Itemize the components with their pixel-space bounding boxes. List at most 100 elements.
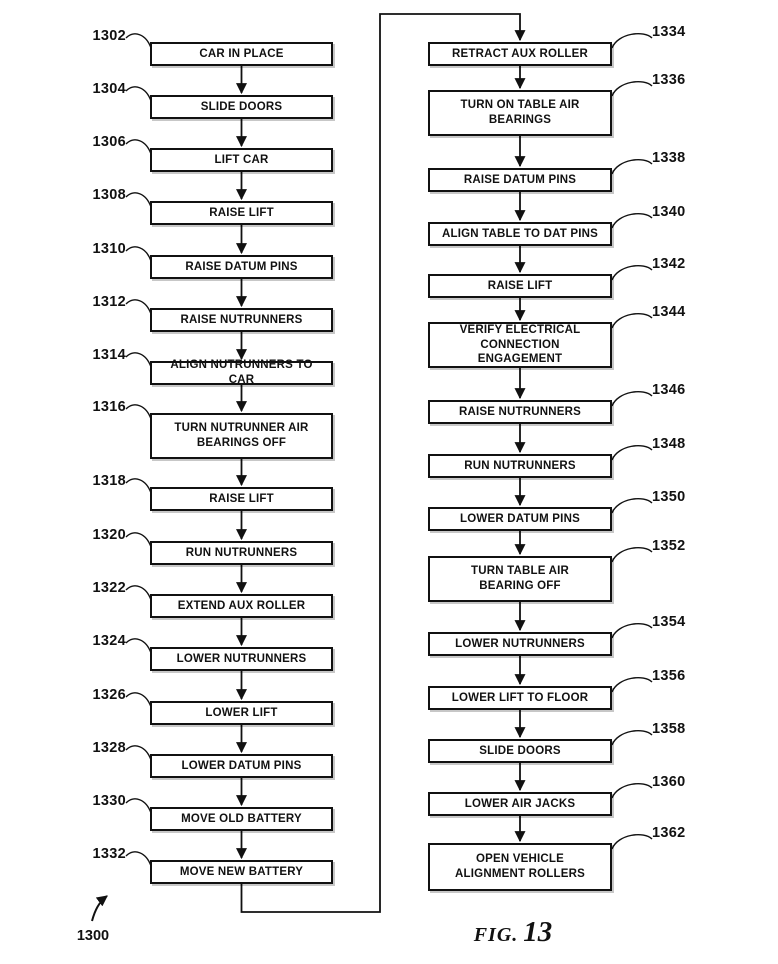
ref-numeral-1314: 1314 [72,347,126,363]
flow-step-box-1310: RAISE DATUM PINS [150,255,333,279]
flow-step-label: RAISE NUTRUNNERS [180,313,302,328]
flow-step-box-1352: TURN TABLE AIR BEARING OFF [428,556,612,602]
ref-numeral-1310: 1310 [72,241,126,257]
flow-step-label: RAISE LIFT [488,279,553,294]
ref-numeral-1352: 1352 [652,538,712,554]
figure-caption: FIG.13 [438,916,588,949]
figure-caption-number: 13 [523,916,552,948]
flow-step-label: RAISE LIFT [209,206,274,221]
ref-numeral-1356: 1356 [652,668,712,684]
flow-step-box-1346: RAISE NUTRUNNERS [428,400,612,424]
flow-step-label: LOWER AIR JACKS [465,797,576,812]
ref-numeral-1324: 1324 [72,633,126,649]
ref-numeral-1304: 1304 [72,81,126,97]
flow-step-label: CAR IN PLACE [199,47,283,62]
flow-step-box-1340: ALIGN TABLE TO DAT PINS [428,222,612,246]
ref-numeral-1344: 1344 [652,304,712,320]
flow-step-box-1348: RUN NUTRUNNERS [428,454,612,478]
flow-step-label: LOWER LIFT [205,706,277,721]
ref-numeral-1336: 1336 [652,72,712,88]
ref-numeral-1342: 1342 [652,256,712,272]
flow-step-label: RAISE NUTRUNNERS [459,405,581,420]
ref-1300-arrow [92,896,107,921]
flow-step-box-1360: LOWER AIR JACKS [428,792,612,816]
flow-step-label: LIFT CAR [215,153,269,168]
flow-step-label: MOVE OLD BATTERY [181,812,302,827]
ref-numeral-1318: 1318 [72,473,126,489]
leader-lines-right [612,34,652,849]
flow-step-label: LOWER DATUM PINS [460,512,580,527]
flow-step-label: RUN NUTRUNNERS [464,459,575,474]
flow-step-label: RUN NUTRUNNERS [186,546,297,561]
flow-step-label: ALIGN TABLE TO DAT PINS [442,227,598,242]
flow-step-label: MOVE NEW BATTERY [180,865,303,880]
flow-step-label: VERIFY ELECTRICAL CONNECTION ENGAGEMENT [438,323,602,368]
flow-step-box-1324: LOWER NUTRUNNERS [150,647,333,671]
flow-step-box-1330: MOVE OLD BATTERY [150,807,333,831]
flow-step-box-1334: RETRACT AUX ROLLER [428,42,612,66]
flow-step-label: SLIDE DOORS [479,744,560,759]
flow-step-label: LOWER NUTRUNNERS [177,652,307,667]
flow-step-box-1362: OPEN VEHICLE ALIGNMENT ROLLERS [428,843,612,891]
flow-step-box-1302: CAR IN PLACE [150,42,333,66]
ref-numeral-1348: 1348 [652,436,712,452]
flow-step-label: RAISE DATUM PINS [464,173,576,188]
flow-step-label: LOWER LIFT TO FLOOR [452,691,588,706]
flow-step-label: SLIDE DOORS [201,100,282,115]
flow-step-box-1304: SLIDE DOORS [150,95,333,119]
flow-step-label: EXTEND AUX ROLLER [178,599,306,614]
flow-step-box-1328: LOWER DATUM PINS [150,754,333,778]
ref-numeral-1360: 1360 [652,774,712,790]
flow-step-box-1336: TURN ON TABLE AIR BEARINGS [428,90,612,136]
ref-numeral-1346: 1346 [652,382,712,398]
ref-numeral-1358: 1358 [652,721,712,737]
flow-step-box-1318: RAISE LIFT [150,487,333,511]
flow-step-label: ALIGN NUTRUNNERS TO CAR [160,358,323,388]
flow-step-box-1354: LOWER NUTRUNNERS [428,632,612,656]
ref-numeral-1354: 1354 [652,614,712,630]
flow-step-label: RAISE LIFT [209,492,274,507]
flow-step-box-1316: TURN NUTRUNNER AIR BEARINGS OFF [150,413,333,459]
ref-numeral-1308: 1308 [72,187,126,203]
ref-numeral-1326: 1326 [72,687,126,703]
flow-step-box-1338: RAISE DATUM PINS [428,168,612,192]
flow-step-label: RETRACT AUX ROLLER [452,47,588,62]
flow-step-box-1344: VERIFY ELECTRICAL CONNECTION ENGAGEMENT [428,322,612,368]
flow-step-box-1326: LOWER LIFT [150,701,333,725]
ref-numeral-1320: 1320 [72,527,126,543]
ref-numeral-1362: 1362 [652,825,712,841]
leader-lines-left [126,34,151,866]
ref-numeral-1322: 1322 [72,580,126,596]
flow-step-label: LOWER NUTRUNNERS [455,637,585,652]
ref-numeral-1306: 1306 [72,134,126,150]
flow-step-box-1332: MOVE NEW BATTERY [150,860,333,884]
ref-numeral-1350: 1350 [652,489,712,505]
flow-step-box-1358: SLIDE DOORS [428,739,612,763]
flow-step-label: TURN ON TABLE AIR BEARINGS [460,98,579,128]
flow-step-label: RAISE DATUM PINS [185,260,297,275]
flow-step-box-1308: RAISE LIFT [150,201,333,225]
ref-numeral-1312: 1312 [72,294,126,310]
figure-caption-label: FIG. [474,924,519,946]
flow-step-box-1350: LOWER DATUM PINS [428,507,612,531]
ref-numeral-1338: 1338 [652,150,712,166]
ref-numeral-1300: 1300 [64,928,122,944]
flow-step-box-1322: EXTEND AUX ROLLER [150,594,333,618]
ref-numeral-1316: 1316 [72,399,126,415]
flow-step-box-1306: LIFT CAR [150,148,333,172]
ref-numeral-1340: 1340 [652,204,712,220]
flow-step-box-1342: RAISE LIFT [428,274,612,298]
ref-numeral-1302: 1302 [72,28,126,44]
ref-numeral-1330: 1330 [72,793,126,809]
flow-step-label: TURN NUTRUNNER AIR BEARINGS OFF [174,421,308,451]
flow-step-label: TURN TABLE AIR BEARING OFF [471,564,569,594]
ref-numeral-1332: 1332 [72,846,126,862]
flow-step-label: LOWER DATUM PINS [182,759,302,774]
ref-numeral-1334: 1334 [652,24,712,40]
flow-step-label: OPEN VEHICLE ALIGNMENT ROLLERS [455,852,585,882]
flow-step-box-1314: ALIGN NUTRUNNERS TO CAR [150,361,333,385]
flow-step-box-1320: RUN NUTRUNNERS [150,541,333,565]
flow-step-box-1312: RAISE NUTRUNNERS [150,308,333,332]
flow-step-box-1356: LOWER LIFT TO FLOOR [428,686,612,710]
